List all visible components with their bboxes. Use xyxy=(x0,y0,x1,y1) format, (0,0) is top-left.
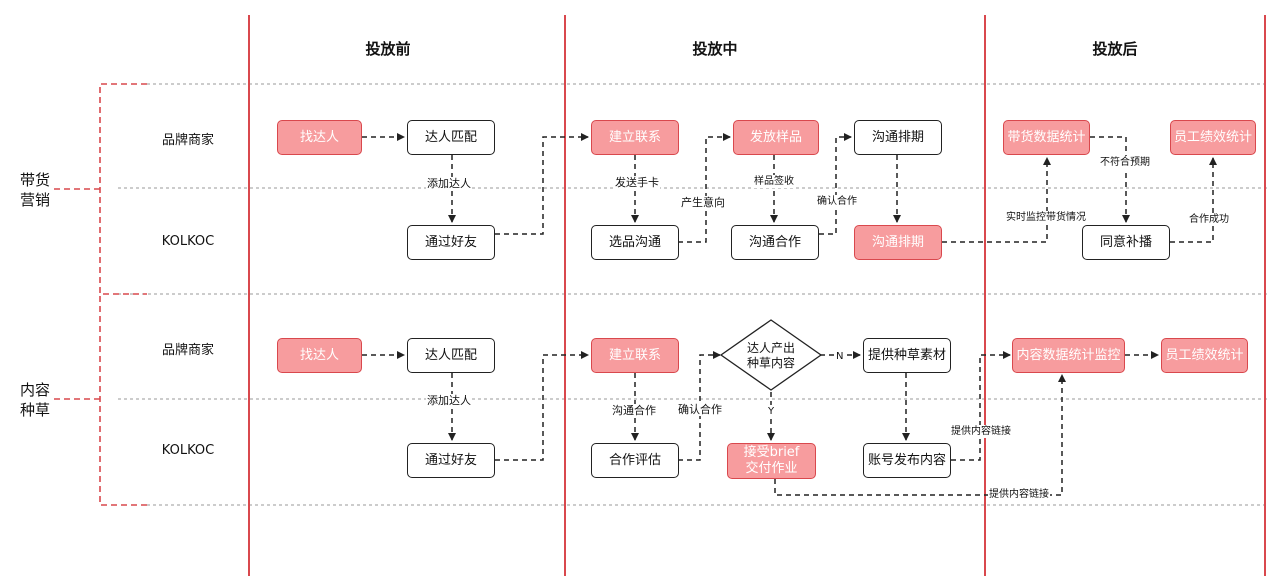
node-agree-replay: 同意补播 xyxy=(1082,225,1170,260)
row-label-brand: 品牌商家 xyxy=(161,343,214,358)
edge-label: 添加达人 xyxy=(426,177,472,190)
node-cooperation-evaluation: 合作评估 xyxy=(591,443,679,478)
node-establish-contact: 建立联系 xyxy=(591,338,679,373)
edge-label: 沟通合作 xyxy=(611,404,657,417)
phase-header-during: 投放中 xyxy=(692,40,738,58)
edge-label: 添加达人 xyxy=(426,394,472,407)
phase-header-after: 投放后 xyxy=(1092,40,1138,58)
node-accept-brief: 接受brief 交付作业 xyxy=(727,443,816,479)
edge-label-yes: Y xyxy=(767,405,776,418)
node-sales-stats: 带货数据统计 xyxy=(1003,120,1090,155)
node-schedule-kol: 沟通排期 xyxy=(854,225,942,260)
row-label-kol: KOLKOC xyxy=(161,443,215,458)
phase-header-before: 投放前 xyxy=(365,40,411,58)
node-find-influencer: 找达人 xyxy=(277,120,362,155)
decision-label: 达人产出 种草内容 xyxy=(746,341,795,370)
node-publish-content: 账号发布内容 xyxy=(863,443,951,478)
row-label-kol: KOLKOC xyxy=(161,234,215,249)
edge-label: 样品签收 xyxy=(753,175,795,188)
edge-label: 提供内容链接 xyxy=(988,488,1050,501)
group-label-seeding: 内容 种草 xyxy=(19,381,50,419)
node-find-influencer: 找达人 xyxy=(277,338,362,373)
node-staff-performance: 员工绩效统计 xyxy=(1161,338,1248,373)
edge-label: 发送手卡 xyxy=(614,176,660,189)
decision-diamond xyxy=(719,319,823,391)
edge-label: 不符合预期 xyxy=(1099,156,1151,169)
edge-label: 产生意向 xyxy=(680,196,726,209)
node-accept-friend: 通过好友 xyxy=(407,225,495,260)
node-product-selection: 选品沟通 xyxy=(591,225,679,260)
edge-label-no: N xyxy=(835,350,845,363)
edge-label: 合作成功 xyxy=(1188,213,1230,226)
node-discuss-cooperation: 沟通合作 xyxy=(731,225,819,260)
edge-label: 提供内容链接 xyxy=(950,425,1012,438)
node-content-monitoring: 内容数据统计监控 xyxy=(1012,338,1125,373)
node-provide-material: 提供种草素材 xyxy=(863,338,951,373)
node-send-samples: 发放样品 xyxy=(733,120,819,155)
group-label-sales: 带货 营销 xyxy=(19,171,50,209)
edge-label: 实时监控带货情况 xyxy=(1005,211,1087,224)
edge-label: 确认合作 xyxy=(677,403,723,416)
node-schedule-brand: 沟通排期 xyxy=(854,120,942,155)
node-establish-contact: 建立联系 xyxy=(591,120,679,155)
node-staff-performance: 员工绩效统计 xyxy=(1170,120,1256,155)
node-influencer-match: 达人匹配 xyxy=(407,120,495,155)
row-label-brand: 品牌商家 xyxy=(161,133,214,148)
node-accept-friend: 通过好友 xyxy=(407,443,495,478)
edge-label: 确认合作 xyxy=(816,195,858,208)
node-influencer-match: 达人匹配 xyxy=(407,338,495,373)
